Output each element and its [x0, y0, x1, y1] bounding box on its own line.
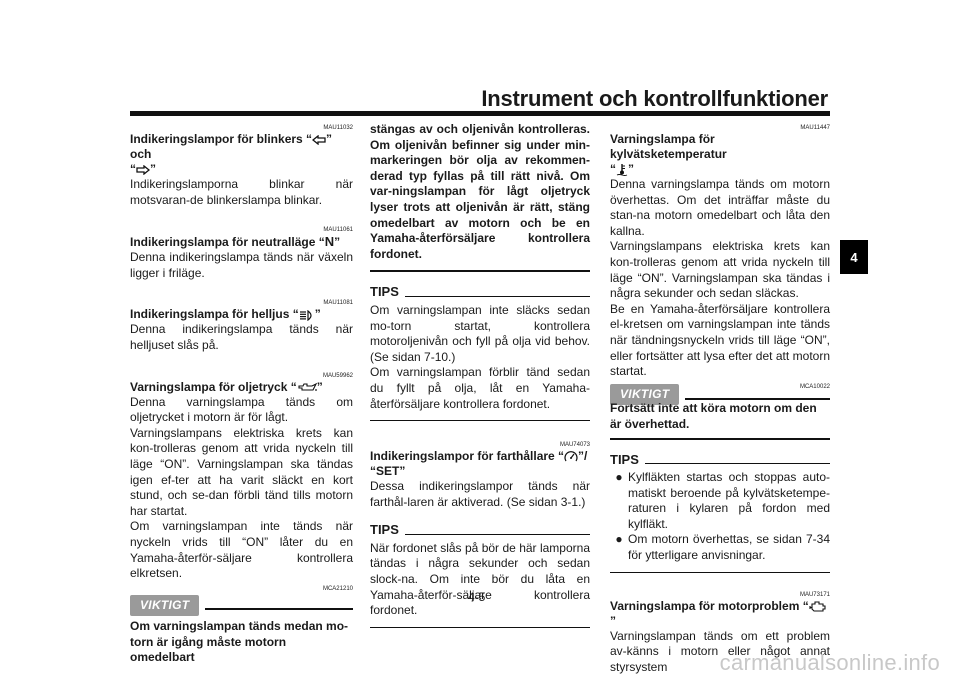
engine-warning-icon [809, 601, 826, 612]
tips-text: Om varningslampan förblir tänd sedan du … [370, 365, 590, 411]
section-heading: Indikeringslampor för blinkers “” och “” [130, 132, 333, 176]
tips-header: TIPS [370, 284, 590, 300]
tips-bullet-text: Kylfläkten startas och stoppas auto-mati… [628, 470, 830, 531]
notice-header: VIKTIGT [610, 383, 830, 406]
section-heading: Indikeringslampa för neutralläge “N” [130, 234, 341, 250]
tips-label: TIPS [610, 451, 639, 467]
section-heading: Varningslampa för motorproblem “” [610, 599, 830, 629]
tips-bullet: ● Om motorn överhettas, se sidan 7-34 fö… [610, 532, 830, 563]
turn-right-arrow-icon [136, 164, 150, 175]
section-heading: Varningslampa för oljetryck “” [130, 379, 323, 394]
watermark: carmanualsonline.info [719, 650, 940, 675]
section-code: MAU73171 [799, 591, 830, 598]
section-code: MAU11447 [800, 125, 830, 131]
section-body: Be en Yamaha-återförsäljare kontrollera … [610, 301, 830, 379]
notice-code: MCA21210 [322, 585, 353, 592]
notice-text: Om varningslampan tänds medan mo-torn är… [130, 619, 349, 665]
section-heading: Varningslampa för kylvätsketemperatur “” [610, 132, 727, 177]
tips-header: TIPS [370, 522, 590, 538]
section-body: Denna indikeringslampa tänds när växeln … [130, 250, 353, 280]
tips-text: När fordonet slås på bör de här lamporna… [370, 540, 590, 618]
section-body: Dessa indikeringslampor tänds när farthå… [370, 479, 590, 509]
page-title: Instrument och kontrollfunktioner [481, 86, 828, 111]
turn-left-arrow-icon [312, 134, 326, 145]
high-beam-icon [299, 309, 312, 321]
chapter-tab: 4 [840, 240, 868, 274]
header-rule [130, 111, 830, 116]
section-body: Varningslampans elektriska krets kan kon… [610, 239, 830, 301]
oil-can-icon [298, 383, 317, 392]
tips-text: Om varningslampan inte släcks sedan mo-t… [370, 302, 590, 364]
section-code: MAU11061 [323, 227, 353, 234]
notice-end-rule [370, 270, 590, 273]
section-body: Varningslampan tänds om ett problem av-k… [610, 628, 830, 674]
tips-end-rule [610, 571, 830, 573]
notice-end-rule [610, 437, 830, 440]
neutral-symbol: N [324, 234, 335, 250]
notice-badge: VIKTIGT [610, 383, 680, 406]
cruise-control-icon [564, 451, 578, 462]
section-body: Indikeringslamporna blinkar när motsvara… [130, 177, 353, 207]
notice-text: stängas av och oljenivån kontrolleras. O… [370, 122, 590, 261]
section-body: Denna indikeringslampa tänds när helljus… [130, 322, 353, 352]
section-body: Om varningslampan inte tänds när nyckeln… [130, 519, 353, 581]
tips-bullet-text: Om motorn överhettas, se sidan 7-34 för … [628, 532, 830, 563]
notice-rule [205, 600, 353, 611]
section-body: Denna varningslampa tänds om oljetrycket… [130, 394, 353, 425]
notice-text: Fortsätt inte att köra motorn om den är … [610, 401, 817, 431]
bullet-icon: ● [615, 470, 623, 485]
bullet-icon: ● [615, 532, 623, 547]
section-body: Varningslampans elektriska krets kan kon… [130, 425, 353, 518]
section-code: MAU74073 [559, 442, 590, 449]
notice-badge: VIKTIGT [130, 594, 200, 617]
tips-label: TIPS [370, 284, 399, 300]
tips-end-rule [370, 420, 590, 422]
notice-rule [685, 390, 830, 400]
tips-label: TIPS [370, 522, 399, 538]
section-code: MAU11081 [323, 300, 353, 307]
coolant-temperature-icon [616, 164, 628, 177]
column-middle: stängas av och oljenivån kontrolleras. O… [370, 122, 590, 628]
column-left: MAU11032 Indikeringslampor för blinkers … [130, 122, 353, 666]
tips-header: TIPS [610, 452, 830, 468]
notice-header: VIKTIGT [130, 594, 353, 617]
section-code: MAU11032 [323, 125, 353, 131]
section-body: Denna varningslampa tänds om motorn över… [610, 177, 830, 238]
page-number: 4-5 [468, 590, 486, 604]
tips-end-rule [370, 626, 590, 628]
notice-code: MCA10022 [799, 384, 830, 391]
tips-bullet: ● Kylfläkten startas och stoppas auto-ma… [610, 470, 830, 532]
section-code: MAU59962 [322, 372, 353, 379]
column-right: MAU11447 Varningslampa för kylvätsketemp… [610, 122, 830, 675]
section-heading: Indikeringslampor för farthållare “”/ “S… [370, 449, 588, 479]
section-heading: Indikeringslampa för helljus “” [130, 307, 321, 322]
